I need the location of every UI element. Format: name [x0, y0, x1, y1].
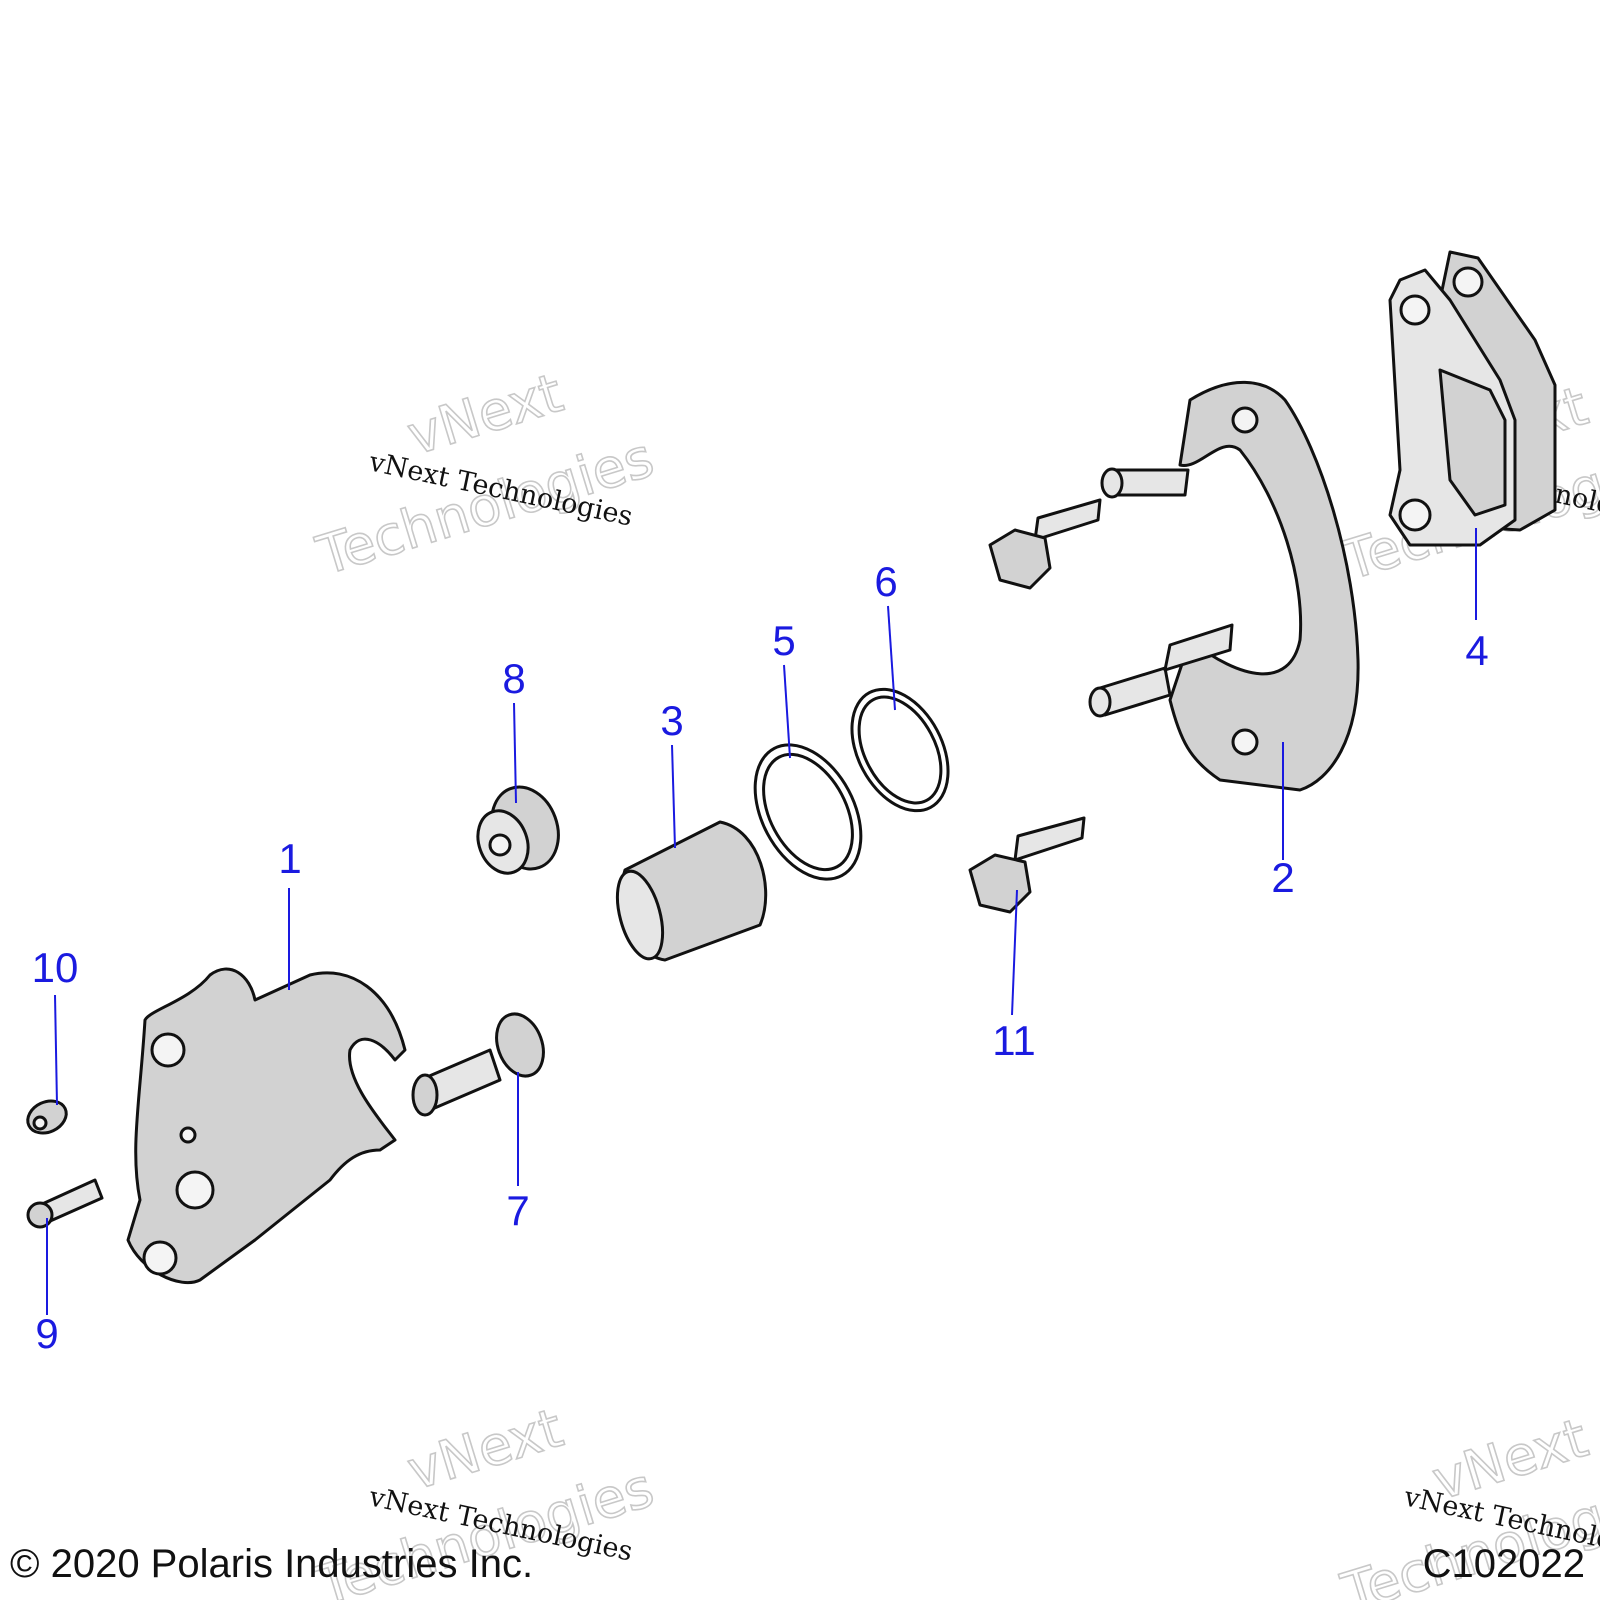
part-bolts	[968, 498, 1102, 914]
callout-7: 7	[506, 1187, 529, 1234]
leader-line-3	[671, 744, 676, 849]
leader-lines	[46, 528, 1477, 1315]
part-bleeder-screw	[26, 1178, 104, 1229]
watermark-brand-text: vNext	[400, 361, 569, 467]
part-bleeder-cap	[26, 1099, 68, 1135]
callout-8: 8	[502, 655, 525, 702]
leader-line-8	[513, 702, 517, 804]
callout-3: 3	[660, 697, 683, 744]
callout-10: 10	[32, 944, 79, 991]
figure-code: C102022	[1423, 1542, 1585, 1586]
part-boot	[476, 785, 560, 875]
watermark-top-center: vNext Technologies vNext Technologies	[309, 360, 662, 588]
leader-line-6	[887, 605, 896, 711]
callout-1: 1	[278, 835, 301, 882]
callout-9: 9	[35, 1310, 58, 1357]
leader-line-5	[783, 664, 791, 759]
part-brake-pads	[1388, 250, 1557, 547]
part-slide-pin	[411, 1012, 545, 1117]
callout-11: 11	[992, 1017, 1036, 1064]
part-seals	[753, 687, 950, 881]
part-caliper-bracket	[1088, 380, 1360, 792]
copyright-text: © 2020 Polaris Industries Inc.	[10, 1542, 533, 1586]
callout-2: 2	[1271, 854, 1294, 901]
callout-6: 6	[874, 558, 897, 605]
callout-labels: 1 2 3 4 5 6 7 8 9 10 11	[32, 558, 1489, 1357]
callout-5: 5	[772, 617, 795, 664]
part-piston	[615, 820, 768, 962]
leader-line-10	[54, 994, 58, 1106]
callout-4: 4	[1465, 627, 1488, 674]
part-caliper-housing	[126, 967, 407, 1285]
leader-line-11	[1011, 889, 1018, 1016]
